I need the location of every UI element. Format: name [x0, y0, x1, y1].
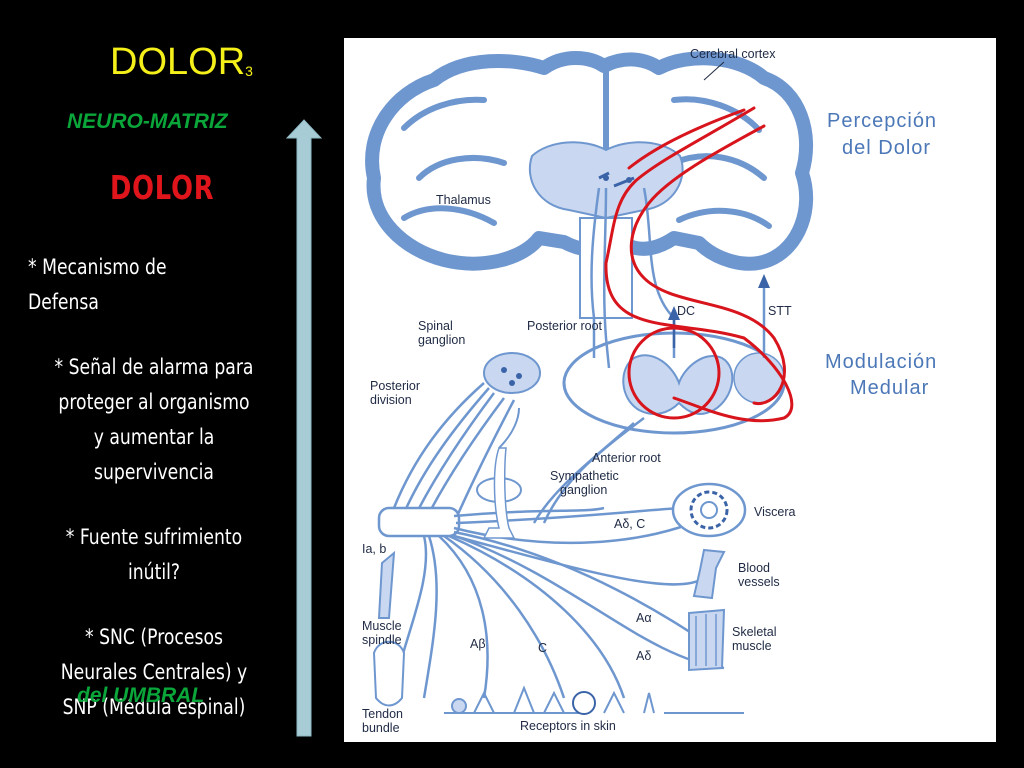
tendon-bundle-shape [372, 640, 406, 707]
label-modulacion-1: Modulación [825, 351, 937, 373]
title-subscript: 3 [245, 63, 253, 79]
label-blood-vessels-1: Blood [738, 561, 770, 575]
label-modulacion-2: Medular [850, 377, 929, 399]
label-percepcion-1: Percepción [827, 110, 937, 132]
label-posterior-division-1: Posterior [370, 379, 420, 393]
label-dc: DC [677, 304, 695, 318]
skeletal-muscle-shape [688, 608, 726, 672]
bullet-item: * SNC (Procesos Neurales Centrales) y SN… [60, 625, 248, 719]
modulation-circle [627, 326, 721, 420]
label-tendon-2: bundle [362, 721, 400, 735]
viscera-shape [671, 482, 747, 538]
bullet-item: * Señal de alarma para proteger al organ… [54, 355, 254, 484]
bullet-item: * Mecanismo de Defensa [28, 255, 167, 314]
label-thalamus: Thalamus [436, 193, 491, 207]
label-sympathetic-2: ganglion [560, 483, 607, 497]
spinal-ganglion-shape [483, 352, 541, 394]
label-viscera: Viscera [754, 505, 796, 519]
label-cerebral-cortex: Cerebral cortex [690, 47, 776, 61]
label-stt: STT [768, 304, 792, 318]
label-adelta-c: Aδ, C [614, 517, 645, 531]
sympathetic-ganglion-shape [476, 407, 522, 539]
label-abeta: Aβ [470, 637, 486, 651]
slide-subtitle: NEURO-MATRIZ [67, 110, 228, 133]
label-receptors: Receptors in skin [520, 719, 616, 733]
label-blood-vessels-2: vessels [738, 575, 780, 589]
label-adelta: Aδ [636, 649, 651, 663]
bullet-list: * Mecanismo de Defensa * Señal de alarma… [28, 250, 280, 725]
label-percepcion-2: del Dolor [842, 137, 931, 159]
gray-matter-shape [622, 354, 734, 415]
label-posterior-root: Posterior root [527, 319, 603, 333]
label-c: C [538, 641, 547, 655]
section-heading: DOLOR [110, 168, 215, 207]
label-muscle-spindle-1: Muscle [362, 619, 402, 633]
spinal-cord-section [483, 331, 786, 435]
label-muscle-spindle-2: spindle [362, 633, 402, 647]
label-ia-b: Ia, b [362, 542, 386, 556]
pain-pathway-lines [604, 106, 794, 423]
bullet-item: * Fuente sufrimiento inútil? [65, 525, 243, 584]
slide-footer: del UMBRAL [77, 684, 205, 707]
label-skeletal-2: muscle [732, 639, 772, 653]
up-arrow-icon [285, 119, 323, 737]
label-skeletal-1: Skeletal [732, 625, 776, 639]
pain-pathway-diagram: Cerebral cortex Thalamus DC STT Spinal g… [362, 47, 937, 735]
neuro-diagram: Cerebral cortex Thalamus DC STT Spinal g… [344, 38, 996, 742]
label-anterior-root: Anterior root [592, 451, 661, 465]
label-spinal-ganglion-2: ganglion [418, 333, 465, 347]
label-sympathetic-1: Sympathetic [550, 469, 619, 483]
skin-receptors [444, 685, 744, 715]
label-spinal-ganglion-1: Spinal [418, 319, 453, 333]
label-aalpha: Aα [636, 611, 652, 625]
brain-section [365, 51, 814, 319]
blood-vessels-shape [692, 548, 726, 600]
label-posterior-division-2: division [370, 393, 412, 407]
slide-title: DOLOR3 [110, 41, 253, 83]
muscle-spindle-shape [377, 550, 396, 619]
label-tendon-1: Tendon [362, 707, 403, 721]
